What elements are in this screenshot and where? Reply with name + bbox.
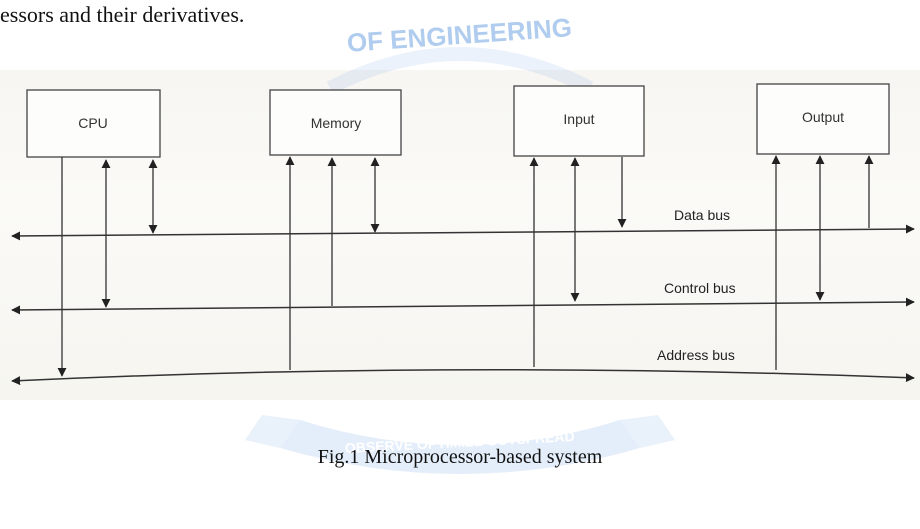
output-block: Output bbox=[756, 83, 890, 155]
control-bus-label: Control bus bbox=[664, 280, 736, 296]
cpu-block: CPU bbox=[26, 89, 161, 158]
control-bus-line bbox=[11, 297, 915, 315]
data-bus-label: Data bus bbox=[674, 207, 730, 223]
memory-block: Memory bbox=[269, 89, 402, 156]
watermark-seal: OF ENGINEERING OBSERVE OPTIMIZE OUTSPREA… bbox=[245, 12, 675, 474]
input-label: Input bbox=[563, 111, 594, 127]
output-label: Output bbox=[802, 109, 844, 125]
intro-text: essors and their derivatives. bbox=[0, 2, 245, 27]
cpu-label: CPU bbox=[78, 115, 108, 131]
data-bus-line bbox=[11, 224, 915, 241]
address-bus-label: Address bus bbox=[657, 347, 735, 363]
figure-caption: Fig.1 Microprocessor-based system bbox=[317, 446, 603, 468]
memory-label: Memory bbox=[311, 115, 362, 131]
input-block: Input bbox=[513, 85, 645, 157]
address-bus-line bbox=[11, 368, 915, 386]
